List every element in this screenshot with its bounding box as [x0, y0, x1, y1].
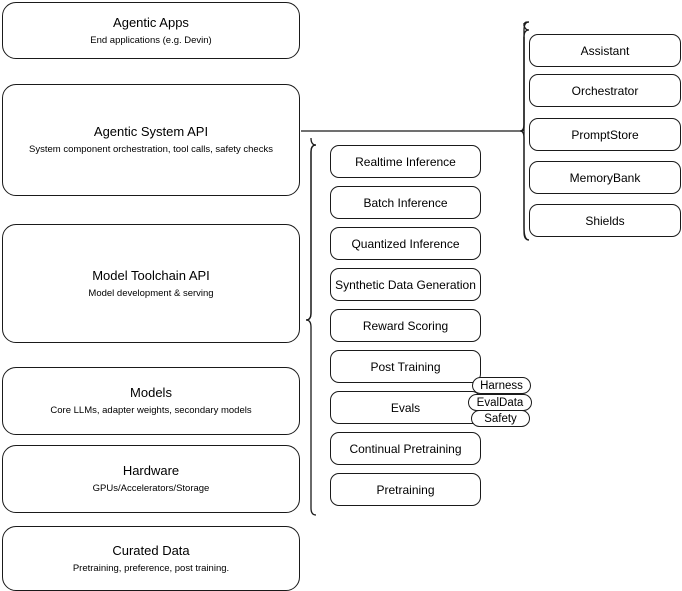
toolchain-label: Reward Scoring [362, 318, 449, 333]
layer-title: Agentic System API [93, 124, 209, 139]
layer-subtitle: GPUs/Accelerators/Storage [92, 483, 210, 494]
layer-box-agentic-apps[interactable]: Agentic Apps End applications (e.g. Devi… [2, 2, 300, 59]
toolchain-label: Batch Inference [363, 195, 448, 210]
agentic-label: Orchestrator [571, 83, 639, 98]
eval-pill-label: Safety [484, 412, 517, 425]
eval-pill-label: EvalData [476, 396, 524, 409]
agentic-label: Assistant [580, 43, 630, 58]
layer-subtitle: Model development & serving [88, 287, 214, 299]
layer-title: Model Toolchain API [92, 267, 210, 283]
toolchain-box-synthetic-data-generation[interactable]: Synthetic Data Generation [330, 268, 481, 301]
layer-title: Models [130, 385, 172, 400]
layer-title: Hardware [122, 463, 180, 478]
toolchain-box-batch-inference[interactable]: Batch Inference [330, 186, 481, 219]
toolchain-box-reward-scoring[interactable]: Reward Scoring [330, 309, 481, 342]
toolchain-label: Realtime Inference [355, 154, 456, 169]
layer-subtitle: Core LLMs, adapter weights, secondary mo… [50, 405, 252, 416]
toolchain-box-post-training[interactable]: Post Training [330, 350, 481, 383]
agentic-label: MemoryBank [569, 170, 641, 185]
eval-pill-safety[interactable]: Safety [471, 410, 530, 427]
toolchain-box-realtime-inference[interactable]: Realtime Inference [330, 145, 481, 178]
toolchain-label: Quantized Inference [351, 236, 460, 251]
toolchain-box-quantized-inference[interactable]: Quantized Inference [330, 227, 481, 260]
layer-title: Agentic Apps [113, 14, 189, 30]
brace-toolchain-components [305, 137, 317, 321]
eval-pill-harness[interactable]: Harness [472, 377, 531, 394]
layer-box-curated-data[interactable]: Curated Data Pretraining, preference, po… [2, 526, 300, 591]
layer-subtitle: End applications (e.g. Devin) [90, 34, 212, 46]
agentic-box-orchestrator[interactable]: Orchestrator [529, 74, 681, 107]
agentic-box-memorybank[interactable]: MemoryBank [529, 161, 681, 194]
layer-box-hardware[interactable]: Hardware GPUs/Accelerators/Storage [2, 445, 300, 513]
toolchain-box-pretraining[interactable]: Pretraining [330, 473, 481, 506]
agentic-box-shields[interactable]: Shields [529, 204, 681, 237]
toolchain-label: Post Training [370, 359, 441, 374]
layer-box-models[interactable]: Models Core LLMs, adapter weights, secon… [2, 367, 300, 435]
eval-pill-evaldata[interactable]: EvalData [468, 394, 532, 411]
layer-title: Curated Data [112, 542, 190, 558]
toolchain-label: Synthetic Data Generation [335, 277, 476, 292]
layer-subtitle: Pretraining, preference, post training. [72, 562, 230, 574]
agentic-label: PromptStore [571, 127, 639, 142]
toolchain-box-continual-pretraining[interactable]: Continual Pretraining [330, 432, 481, 465]
toolchain-label: Continual Pretraining [349, 441, 462, 456]
layer-box-model-toolchain-api[interactable]: Model Toolchain API Model development & … [2, 224, 300, 343]
agentic-box-assistant[interactable]: Assistant [529, 34, 681, 67]
toolchain-label: Evals [390, 400, 421, 415]
eval-pill-label: Harness [480, 379, 523, 392]
layer-box-agentic-system-api[interactable]: Agentic System API System component orch… [2, 84, 300, 196]
brace-agentic-components [518, 21, 530, 132]
agentic-box-promptstore[interactable]: PromptStore [529, 118, 681, 151]
layer-subtitle: System component orchestration, tool cal… [29, 144, 273, 155]
toolchain-box-evals[interactable]: Evals [330, 391, 481, 424]
brace-toolchain-components-body [305, 144, 317, 516]
agentic-label: Shields [585, 213, 625, 228]
brace-agentic-components-top [519, 21, 530, 241]
toolchain-label: Pretraining [376, 482, 435, 497]
